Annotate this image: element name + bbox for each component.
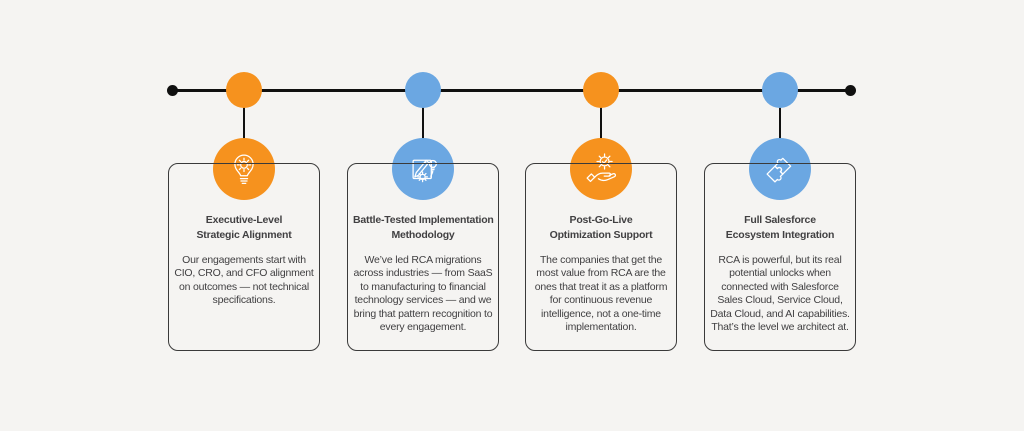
step-1-icon-badge (213, 138, 275, 200)
step-3-icon-badge (570, 138, 632, 200)
timeline-node-4 (762, 72, 798, 108)
timeline-start-dot (167, 85, 178, 96)
connector-line (422, 90, 424, 170)
card-title-line: Ecosystem Integration (725, 228, 835, 241)
card-title: Executive-Level Strategic Alignment (174, 213, 314, 242)
lightbulb-gear-icon (225, 150, 263, 188)
timeline-node-1 (226, 72, 262, 108)
card-body: The companies that get the most value fr… (534, 254, 668, 334)
card-title-line: Full Salesforce (744, 214, 816, 226)
step-2-icon-badge (392, 138, 454, 200)
card-title: Post-Go-Live Optimization Support (531, 213, 671, 242)
timeline-line (173, 89, 850, 92)
step-4-icon-badge (749, 138, 811, 200)
timeline-node-3 (583, 72, 619, 108)
connector-line (779, 90, 781, 170)
card-body: We’ve led RCA migrations across industri… (353, 254, 493, 334)
card-title-line: Methodology (391, 228, 455, 241)
card-title-line: Post-Go-Live (569, 214, 633, 226)
puzzle-pieces-icon (761, 150, 799, 188)
hand-holding-gear-check-icon (582, 150, 620, 188)
card-body: Our engagements start with CIO, CRO, and… (174, 254, 314, 307)
card-ecosystem-integration: Full Salesforce Ecosystem Integration RC… (704, 163, 856, 351)
card-executive-alignment: Executive-Level Strategic Alignment Our … (168, 163, 320, 351)
card-implementation-methodology: Battle-Tested Implementation Methodology… (347, 163, 499, 351)
connector-line (600, 90, 602, 170)
connector-line (243, 90, 245, 170)
card-title-line: Executive-Level (205, 214, 283, 226)
card-optimization-support: Post-Go-Live Optimization Support The co… (525, 163, 677, 351)
card-title-line: Optimization Support (549, 228, 653, 241)
card-title: Full Salesforce Ecosystem Integration (710, 213, 850, 242)
timeline-end-dot (845, 85, 856, 96)
card-title-line: Strategic Alignment (196, 228, 292, 241)
card-title-line: Battle-Tested Implementation (353, 214, 494, 226)
timeline-node-2 (405, 72, 441, 108)
card-body: RCA is powerful, but its real potential … (710, 254, 850, 334)
card-title: Battle-Tested Implementation Methodology (353, 213, 494, 242)
